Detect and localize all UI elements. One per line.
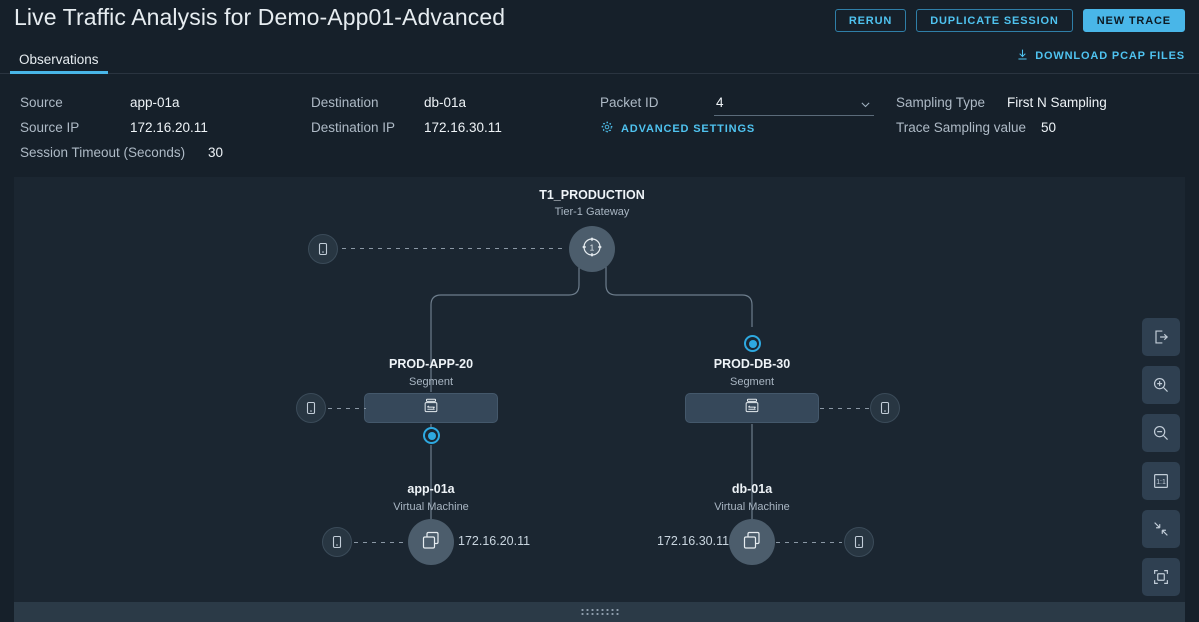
svg-text:1: 1 <box>590 242 595 252</box>
zoom-in-button[interactable] <box>1142 366 1180 404</box>
observation-marker-segment-right[interactable] <box>744 335 761 352</box>
packet-id-select[interactable]: 4 <box>714 94 874 116</box>
destination-label: Destination <box>311 95 379 110</box>
destination-value: db-01a <box>424 95 467 110</box>
export-button[interactable] <box>1142 318 1180 356</box>
vm-left-ip: 172.16.20.11 <box>458 534 531 548</box>
virtual-machine-icon <box>740 528 764 557</box>
page-title: Live Traffic Analysis for Demo-App01-Adv… <box>14 4 506 30</box>
segment-right-name: PROD-DB-30 <box>713 357 791 371</box>
gateway-endpoint-link <box>342 248 566 249</box>
gateway-node[interactable]: 1 <box>569 226 615 272</box>
topology-connectors <box>430 260 753 532</box>
source-ip-value: 172.16.20.11 <box>130 120 208 135</box>
source-label: Source <box>20 95 63 110</box>
svg-text:1:1: 1:1 <box>1156 479 1166 486</box>
download-icon <box>1016 48 1029 64</box>
vm-right-type: Virtual Machine <box>714 501 790 513</box>
fit-to-screen-button[interactable] <box>1142 558 1180 596</box>
session-timeout-label: Session Timeout (Seconds) <box>20 145 186 160</box>
panel-resize-bar[interactable] <box>14 602 1185 622</box>
source-value: app-01a <box>130 95 180 110</box>
new-trace-button[interactable]: NEW TRACE <box>1082 9 1185 32</box>
vm-right-endpoint-link <box>776 542 842 543</box>
gateway-name: T1_PRODUCTION <box>539 188 645 202</box>
vm-right-ip: 172.16.30.11 <box>657 534 730 548</box>
segment-left-type: Segment <box>408 376 454 388</box>
trace-sampling-label: Trace Sampling value <box>896 120 1027 135</box>
vm-left-endpoint-icon[interactable] <box>322 527 352 557</box>
tier1-gateway-icon: 1 <box>579 234 605 265</box>
vm-right-endpoint-icon[interactable] <box>844 527 874 557</box>
download-pcap-files-link[interactable]: DOWNLOAD PCAP FILES <box>1016 48 1185 64</box>
segment-right-endpoint-link <box>820 408 882 409</box>
advanced-settings-label: ADVANCED SETTINGS <box>621 122 756 135</box>
gateway-type: Tier-1 Gateway <box>554 206 630 218</box>
vm-left-node[interactable] <box>408 519 454 565</box>
header-actions: RERUN DUPLICATE SESSION NEW TRACE <box>834 9 1185 32</box>
vm-right-name: db-01a <box>731 482 773 496</box>
gear-icon <box>600 120 614 137</box>
segment-left-name: PROD-APP-20 <box>388 357 474 371</box>
segment-left-node[interactable] <box>364 393 498 423</box>
actual-size-button[interactable]: 1:1 <box>1142 462 1180 500</box>
zoom-out-button[interactable] <box>1142 414 1180 452</box>
sampling-type-value: First N Sampling <box>1007 95 1107 110</box>
canvas-toolbar: 1:1 <box>1142 318 1180 596</box>
vm-right-node[interactable] <box>729 519 775 565</box>
segment-right-node[interactable] <box>685 393 819 423</box>
sampling-type-label: Sampling Type <box>896 95 986 110</box>
segment-left-endpoint-icon[interactable] <box>296 393 326 423</box>
packet-id-label: Packet ID <box>600 95 659 110</box>
gateway-endpoint-icon-left[interactable] <box>308 234 338 264</box>
vm-left-type: Virtual Machine <box>393 501 469 513</box>
tab-bar: Observations DOWNLOAD PCAP FILES <box>0 44 1199 74</box>
vm-left-endpoint-link <box>354 542 408 543</box>
duplicate-session-button[interactable]: DUPLICATE SESSION <box>916 9 1073 32</box>
vm-left-name: app-01a <box>407 482 455 496</box>
advanced-settings-button[interactable]: ADVANCED SETTINGS <box>600 120 755 137</box>
download-pcap-files-label: DOWNLOAD PCAP FILES <box>1035 50 1185 62</box>
session-timeout-value: 30 <box>208 145 224 160</box>
chevron-down-icon <box>859 98 872 111</box>
segment-icon <box>743 397 761 420</box>
source-ip-label: Source IP <box>20 120 80 135</box>
packet-id-value: 4 <box>716 95 724 110</box>
segment-right-endpoint-icon[interactable] <box>870 393 900 423</box>
destination-ip-label: Destination IP <box>311 120 396 135</box>
trace-sampling-value: 50 <box>1041 120 1057 135</box>
rerun-button[interactable]: RERUN <box>834 9 907 32</box>
trace-info-panel: Source app-01a Source IP 172.16.20.11 Se… <box>0 82 1199 174</box>
segment-right-type: Segment <box>729 376 775 388</box>
segment-icon <box>422 397 440 420</box>
tab-observations[interactable]: Observations <box>10 44 108 74</box>
virtual-machine-icon <box>419 528 443 557</box>
drag-handle-icon <box>579 608 620 616</box>
topology-canvas[interactable]: T1_PRODUCTION Tier-1 Gateway 1 PROD-APP-… <box>14 177 1185 602</box>
destination-ip-value: 172.16.30.11 <box>424 120 502 135</box>
collapse-button[interactable] <box>1142 510 1180 548</box>
segment-left-endpoint-link <box>328 408 366 409</box>
observation-marker-segment-left[interactable] <box>423 427 440 444</box>
